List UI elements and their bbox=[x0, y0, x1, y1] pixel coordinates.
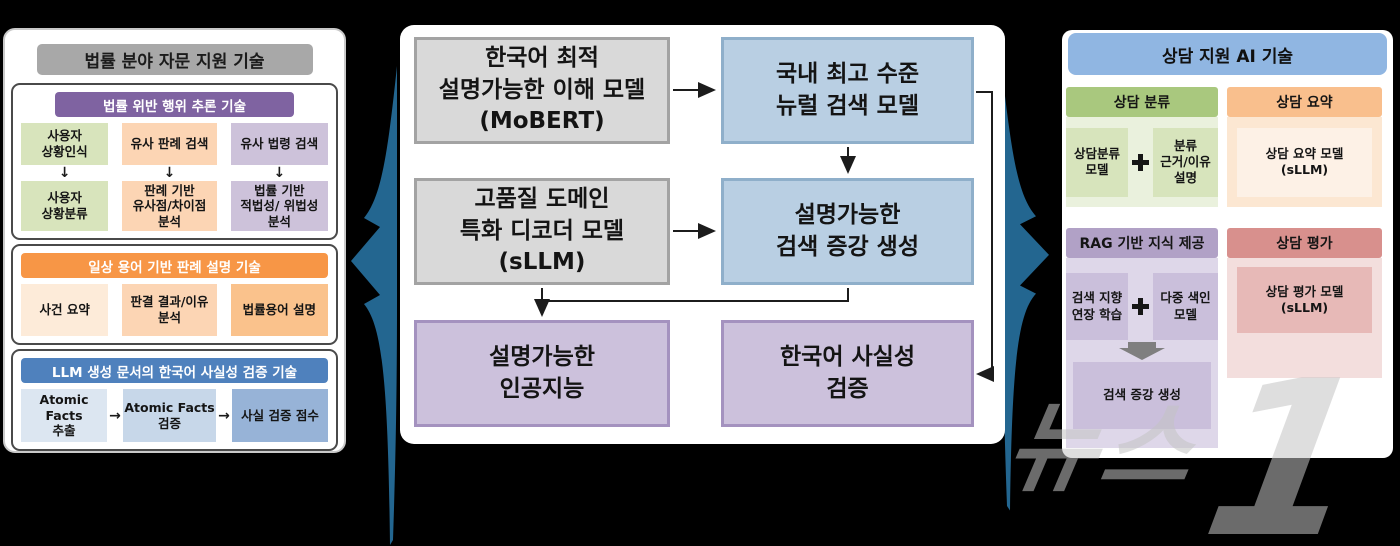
cell-classification-model: 상담분류 모델 bbox=[1066, 127, 1128, 197]
plain-language-explain-section: 일상 용어 기반 판례 설명 기술 사건 요약 판결 결과/이유 분석 법률용어… bbox=[11, 244, 338, 345]
classification-container: 상담분류 모델 분류 근거/이유 설명 bbox=[1066, 117, 1218, 207]
summary-container: 상담 요약 모델 (sLLM) bbox=[1227, 117, 1382, 207]
cell-legality-analysis: 법률 기반 적법성/ 위법성 분석 bbox=[230, 181, 328, 231]
classification-header: 상담 분류 bbox=[1066, 87, 1218, 117]
plus-icon bbox=[1132, 298, 1149, 315]
left-swoosh-arrow-icon bbox=[351, 66, 397, 545]
evaluation-header: 상담 평가 bbox=[1227, 228, 1382, 258]
legal-panel-title: 법률 분야 자문 지원 기술 bbox=[36, 44, 313, 75]
cell-rag-generation: 검색 증강 생성 bbox=[1073, 362, 1211, 429]
rag-container: 검색 지향 연장 학습 다중 색인 모델 검색 증강 생성 bbox=[1066, 258, 1218, 448]
down-arrow-icon: ↓ bbox=[273, 165, 286, 181]
right-swoosh-arrow-icon bbox=[1003, 79, 1049, 511]
box-explainable-ai: 설명가능한 인공지능 bbox=[414, 320, 670, 427]
right-arrow-icon: → bbox=[218, 407, 230, 424]
explain-section-header: 일상 용어 기반 판례 설명 기술 bbox=[21, 253, 328, 278]
cell-user-situation-recognition: 사용자 상황인식 bbox=[21, 123, 109, 165]
cell-similar-statute-search: 유사 법령 검색 bbox=[230, 123, 328, 165]
right-arrow-icon: → bbox=[109, 407, 121, 424]
counsel-ai-panel: 상담 지원 AI 기술 상담 분류 상담 요약 RAG 기반 지식 제공 상담 … bbox=[1062, 30, 1393, 458]
cell-evaluation-model: 상담 평가 모델 (sLLM) bbox=[1237, 267, 1372, 333]
cell-summary-model: 상담 요약 모델 (sLLM) bbox=[1237, 127, 1372, 197]
cell-similar-precedent-search: 유사 판례 검색 bbox=[122, 123, 217, 165]
plus-icon bbox=[1132, 153, 1149, 171]
box-decoder-model-sllm: 고품질 도메인 특화 디코더 모델 (sLLM) bbox=[414, 178, 670, 285]
factcheck-section-header: LLM 생성 문서의 한국어 사실성 검증 기술 bbox=[21, 358, 328, 383]
legal-advisory-panel: 법률 분야 자문 지원 기술 법률 위반 행위 추론 기술 사용자 상황인식 유… bbox=[3, 28, 346, 453]
box-korean-factuality-check: 한국어 사실성 검증 bbox=[721, 320, 974, 427]
cell-retrieval-training: 검색 지향 연장 학습 bbox=[1066, 273, 1128, 340]
down-arrow-icon: ↓ bbox=[163, 165, 176, 181]
counsel-panel-title: 상담 지원 AI 기술 bbox=[1068, 33, 1387, 75]
box-neural-search-model: 국내 최고 수준 뉴럴 검색 모델 bbox=[721, 37, 974, 144]
block-down-arrow-icon bbox=[1066, 342, 1218, 360]
violation-section-header: 법률 위반 행위 추론 기술 bbox=[54, 92, 295, 117]
down-arrow-icon: ↓ bbox=[58, 165, 71, 181]
violation-inference-section: 법률 위반 행위 추론 기술 사용자 상황인식 유사 판례 검색 유사 법령 검… bbox=[11, 83, 338, 240]
box-rag-generation: 설명가능한 검색 증강 생성 bbox=[721, 178, 974, 285]
factuality-verification-section: LLM 생성 문서의 한국어 사실성 검증 기술 Atomic Facts 추출… bbox=[11, 349, 338, 451]
summary-header: 상담 요약 bbox=[1227, 87, 1382, 117]
cell-verdict-analysis: 판결 결과/이유 분석 bbox=[122, 284, 217, 336]
cell-atomic-facts-extraction: Atomic Facts 추출 bbox=[21, 389, 108, 442]
cell-classification-reason: 분류 근거/이유 설명 bbox=[1153, 127, 1218, 197]
cell-precedent-similarity-analysis: 판례 기반 유사점/차이점 분석 bbox=[122, 181, 217, 231]
cell-multi-index-model: 다중 색인 모델 bbox=[1153, 273, 1218, 340]
box-understanding-model-mobert: 한국어 최적 설명가능한 이해 모델 (MoBERT) bbox=[414, 37, 670, 144]
cell-case-summary: 사건 요약 bbox=[21, 284, 109, 336]
model-flow-panel: 한국어 최적 설명가능한 이해 모델 (MoBERT) 국내 최고 수준 뉴럴 … bbox=[400, 25, 1005, 444]
evaluation-container: 상담 평가 모델 (sLLM) bbox=[1227, 258, 1382, 378]
rag-knowledge-header: RAG 기반 지식 제공 bbox=[1066, 228, 1218, 258]
cell-fact-verification-score: 사실 검증 점수 bbox=[232, 389, 328, 442]
cell-atomic-facts-verification: Atomic Facts 검증 bbox=[123, 389, 217, 442]
cell-legal-term-explain: 법률용어 설명 bbox=[230, 284, 328, 336]
cell-user-situation-classification: 사용자 상황분류 bbox=[21, 181, 109, 231]
